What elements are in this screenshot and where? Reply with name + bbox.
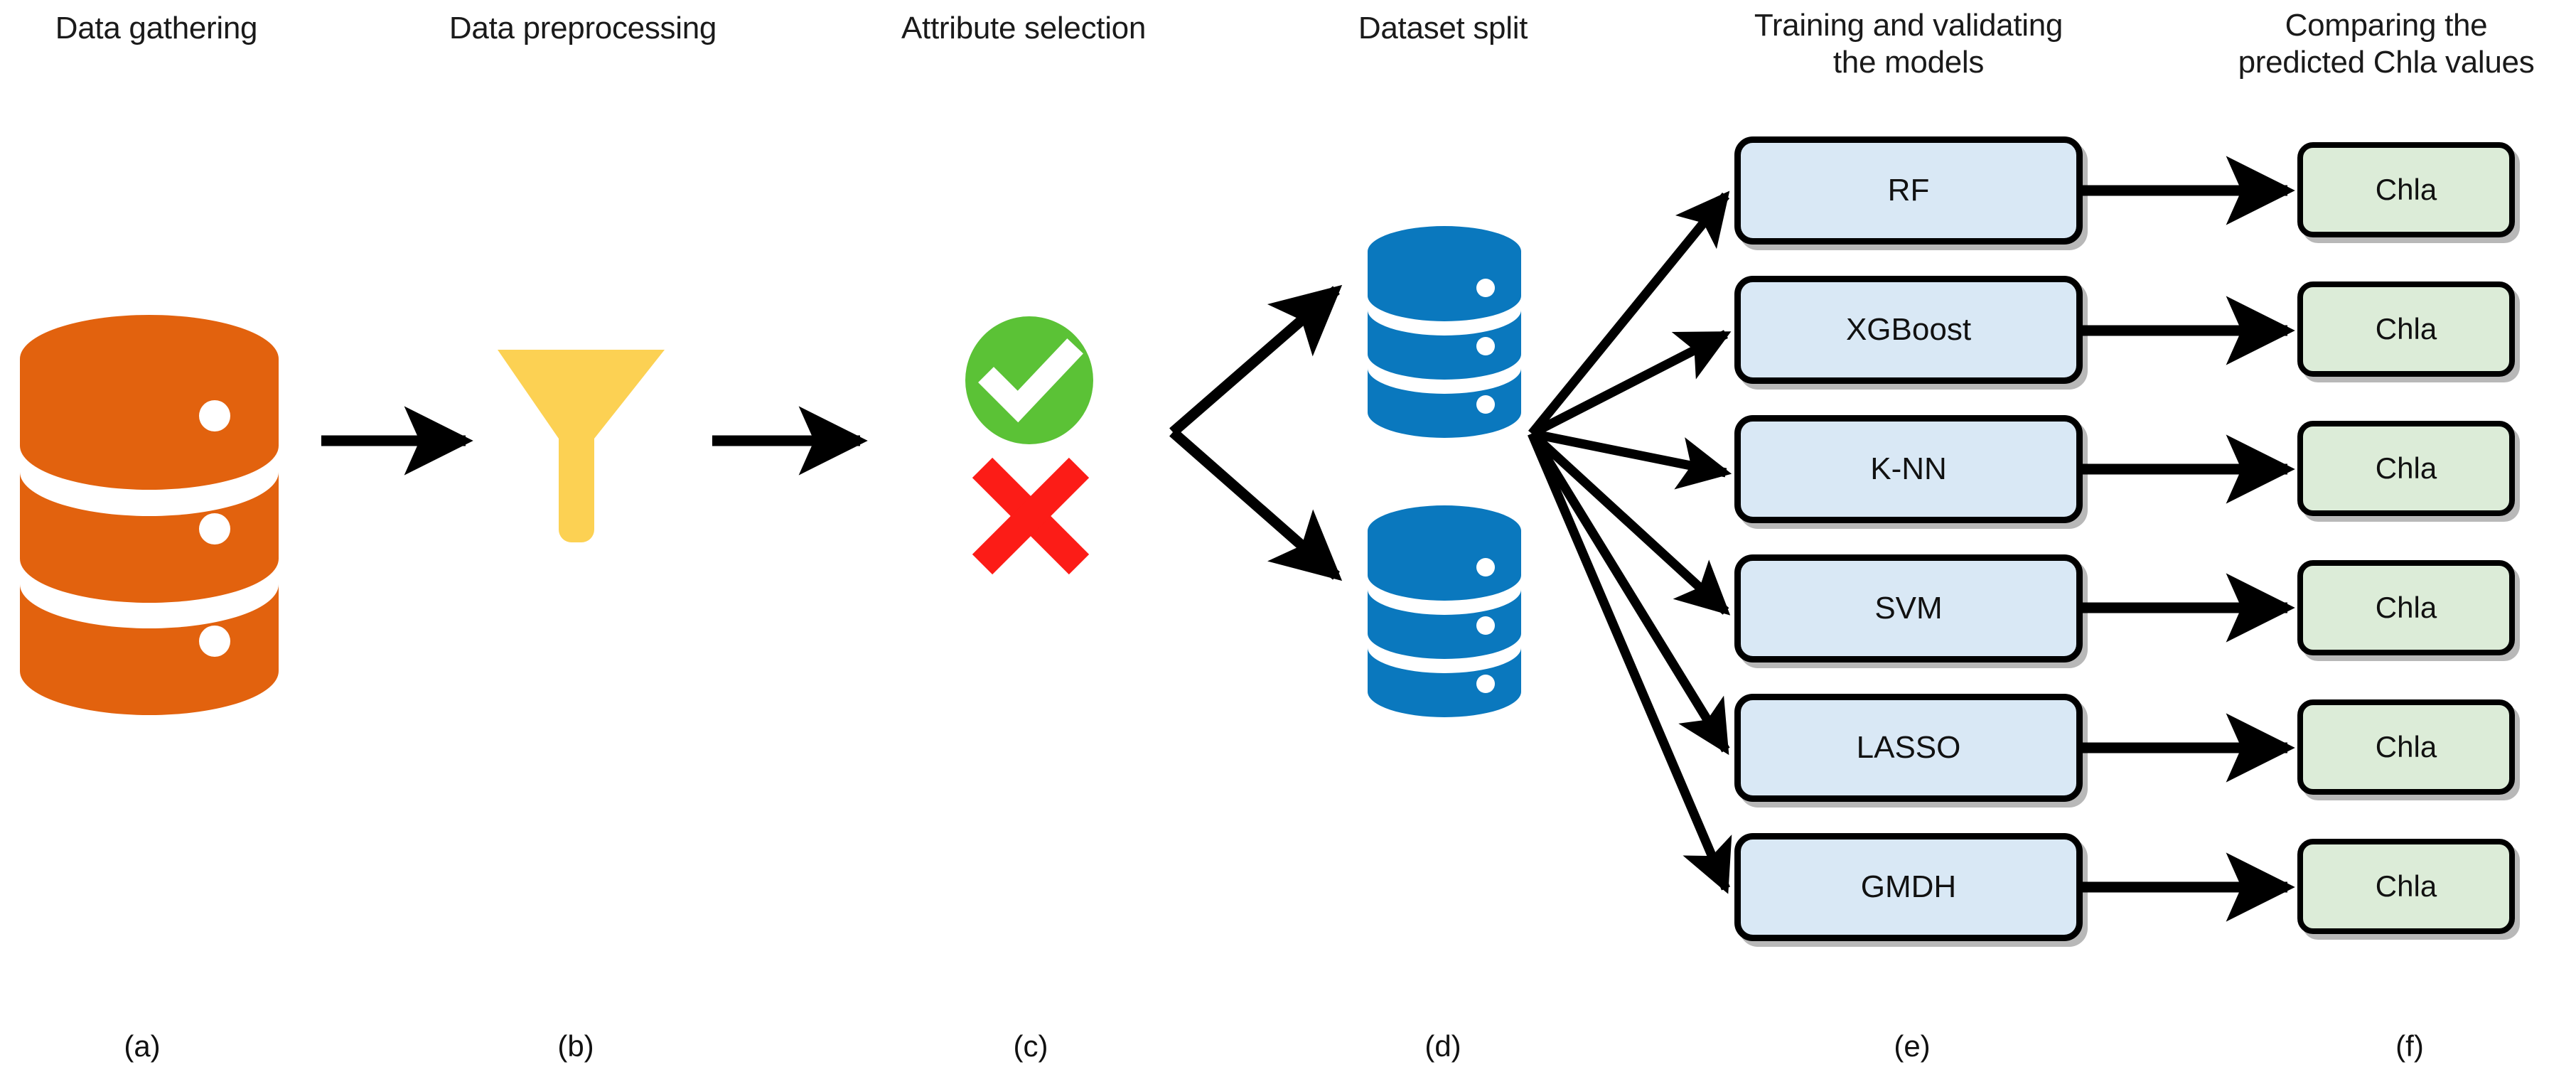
model-box-gmdh[interactable]: GMDH [1734,833,2083,941]
model-box-xgboost[interactable]: XGBoost [1734,276,2083,384]
caption-f: (f) [2395,1029,2424,1063]
arrow-split-to-models [1528,191,1732,894]
model-box-rf[interactable]: RF [1734,136,2083,245]
column-title-data-preprocessing: Data preprocessing [449,11,717,45]
green-check-circle-icon [965,316,1093,444]
arrow-split-to-lasso [1528,431,1730,756]
arrow-split-to-svm [1528,430,1731,616]
database-cylinder-orange-icon [20,315,279,715]
model-box-label: SVM [1874,591,1943,626]
caption-a: (a) [124,1029,161,1063]
model-box-label: RF [1887,173,1930,208]
caption-e: (e) [1894,1029,1931,1063]
model-box-label: XGBoost [1845,312,1972,347]
column-title-comparing-predictions: Comparing the predicted Chla values [2238,8,2535,80]
arrow-split-to-xgboost [1530,330,1732,438]
arrow-selection-to-split-lower [1169,428,1343,581]
output-box-label: Chla [2375,451,2437,485]
red-cross-icon [972,457,1090,575]
model-box-label: LASSO [1856,730,1961,765]
model-box-lasso[interactable]: LASSO [1734,694,2083,802]
output-box-label: Chla [2375,173,2437,206]
caption-c: (c) [1013,1029,1048,1063]
output-box-chla-lasso[interactable]: Chla [2297,699,2515,795]
arrow-selection-to-split-upper [1169,284,1343,436]
output-box-chla-xgboost[interactable]: Chla [2297,281,2515,377]
output-box-label: Chla [2375,312,2437,345]
output-box-label: Chla [2375,591,2437,624]
output-box-chla-svm[interactable]: Chla [2297,560,2515,655]
database-cylinder-blue-icon [1368,226,1521,438]
caption-d: (d) [1424,1029,1461,1063]
column-title-attribute-selection: Attribute selection [901,11,1147,45]
model-box-label: GMDH [1860,869,1957,904]
output-box-chla-rf[interactable]: Chla [2297,142,2515,237]
model-box-label: K-NN [1870,451,1947,486]
output-box-chla-gmdh[interactable]: Chla [2297,839,2515,934]
caption-b: (b) [557,1029,594,1063]
model-box-knn[interactable]: K-NN [1734,415,2083,523]
output-box-label: Chla [2375,869,2437,903]
database-cylinder-blue-icon [1368,505,1521,717]
arrow-split-to-rf [1528,191,1730,437]
column-title-training-validating: Training and validating the models [1754,8,2064,80]
model-box-svm[interactable]: SVM [1734,554,2083,662]
arrow-split-to-gmdh [1528,431,1732,894]
column-title-dataset-split: Dataset split [1358,11,1528,45]
output-box-chla-knn[interactable]: Chla [2297,421,2515,516]
column-title-data-gathering: Data gathering [55,11,258,45]
funnel-icon [498,350,665,542]
output-box-label: Chla [2375,730,2437,763]
arrow-split-to-knn [1530,429,1732,490]
